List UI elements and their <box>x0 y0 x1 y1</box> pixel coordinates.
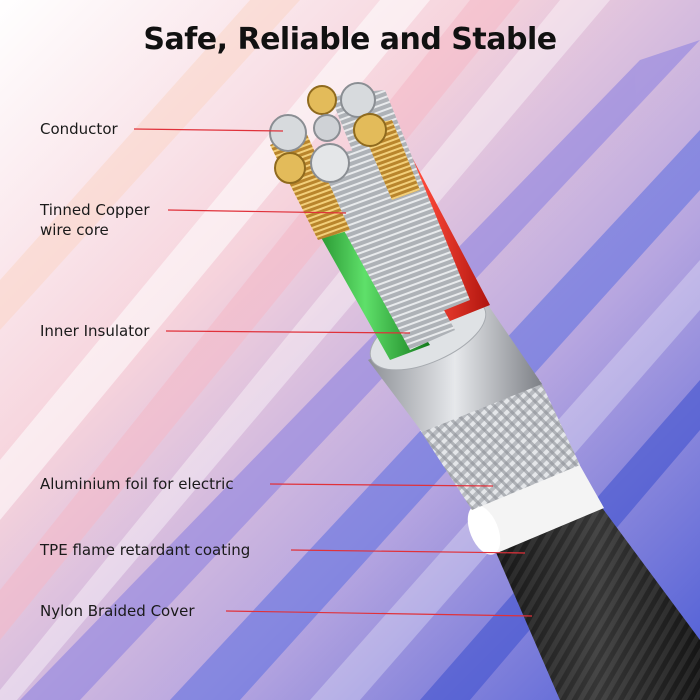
label-nylon-cover-text: Nylon Braided Cover <box>40 602 195 620</box>
page-title: Safe, Reliable and Stable <box>143 22 557 57</box>
label-tinned-copper-line2: wire core <box>40 221 109 239</box>
label-tinned-copper-line1: Tinned Copper <box>40 201 150 219</box>
label-conductor-text: Conductor <box>40 120 118 138</box>
label-inner-insulator-text: Inner Insulator <box>40 322 150 340</box>
label-aluminium-foil: Aluminium foil for electric <box>40 474 234 494</box>
silver-strands-front <box>305 150 455 350</box>
label-nylon-cover: Nylon Braided Cover <box>40 601 195 621</box>
label-aluminium-foil-text: Aluminium foil for electric <box>40 475 234 493</box>
label-tpe-coating-text: TPE flame retardant coating <box>40 541 251 559</box>
foil-sleeve <box>368 305 542 432</box>
aluminium-mesh <box>420 380 580 510</box>
silver-strands-back <box>330 90 470 320</box>
tpe-coating-layer <box>470 462 604 553</box>
label-tpe-coating: TPE flame retardant coating <box>40 540 250 560</box>
conductor-ends <box>269 82 387 184</box>
label-conductor: Conductor <box>40 119 118 139</box>
leader-lines <box>133 128 533 617</box>
label-inner-insulator: Inner Insulator <box>40 321 149 341</box>
label-tinned-copper: Tinned Copper wire core <box>40 200 150 240</box>
